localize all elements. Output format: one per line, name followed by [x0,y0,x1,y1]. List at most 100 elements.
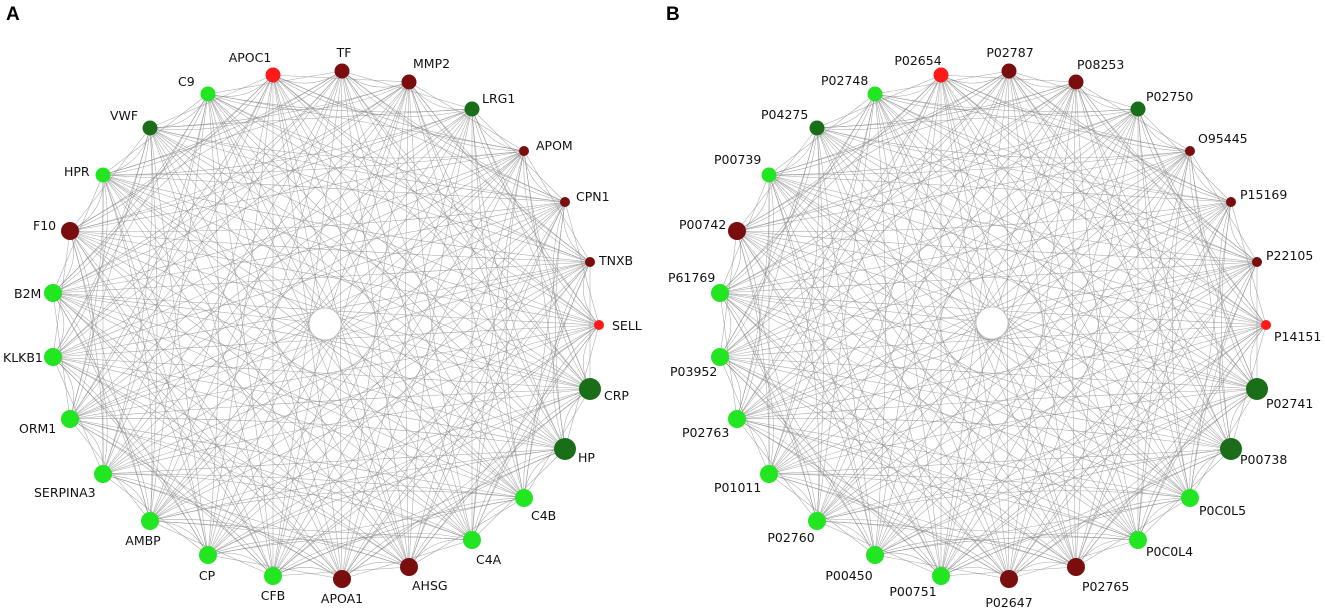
node-p0c0l4 [1129,531,1147,549]
edge [874,93,1258,263]
edge [719,292,942,577]
edge [719,356,1258,390]
node-label-orm1: ORM1 [19,421,56,436]
node-label-p02741: P02741 [1266,396,1313,411]
edge [52,261,591,294]
edge [207,93,591,263]
edge [1008,81,1077,580]
edge-to-hub [324,323,410,568]
edge-to-hub [991,150,1191,324]
node-label-p61769: P61769 [668,270,715,285]
node-p02763 [728,410,746,428]
node-apoc1 [265,67,281,83]
edge [940,388,1258,577]
network-panel-b: P02654P02787P08253P02750O95445P15169P221… [668,45,1321,610]
edge [768,93,876,475]
node-label-apom: APOM [536,138,573,153]
node-label-crp: CRP [604,388,629,403]
edge [768,93,876,176]
node-cpn1 [560,197,570,207]
node-label-c9: C9 [178,74,195,89]
edge [102,174,343,580]
edge [207,93,219,556]
edge [874,93,1267,326]
edge [69,418,566,450]
edge [1137,108,1191,152]
edge [816,127,1191,159]
edge [719,70,1010,294]
edge [102,70,343,475]
edge [341,70,566,450]
node-crp [579,378,601,400]
node-p02654 [933,67,949,83]
edge [1189,150,1232,450]
node-p22105 [1252,257,1262,267]
node-label-b2m: B2M [14,286,41,301]
edge [272,261,591,577]
edge [736,93,876,420]
edge [940,532,1139,577]
edge [69,230,591,263]
edge [768,74,942,475]
edge [149,93,209,129]
node-serpina3 [94,465,112,483]
edge-to-hub [324,150,525,325]
edge [149,127,209,556]
edge [272,532,473,577]
edge [736,418,1191,499]
edge [523,150,600,326]
node-label-p00742: P00742 [679,217,726,232]
edge [719,292,774,475]
edge [52,201,566,358]
edge [69,388,591,420]
edge [149,127,525,159]
edge [69,230,94,420]
edge [1189,324,1267,499]
edge [768,324,1267,475]
edge [940,74,1232,450]
node-p02787 [1001,63,1017,79]
edge [874,93,1191,499]
node-hp [554,438,576,460]
edge [52,81,410,358]
node-klkb1 [44,348,62,366]
edge [149,70,343,131]
edge [736,230,761,420]
edge [719,356,1232,450]
edge [1075,388,1258,568]
edge [1008,70,1232,450]
edge [816,127,1232,450]
edge [874,448,1232,556]
node-p00738 [1220,438,1242,460]
edge [69,230,525,499]
node-p00450 [866,546,884,564]
node-label-p03952: P03952 [670,364,717,379]
node-c4b [515,489,533,507]
edge-to-hub [991,322,1077,568]
edge [736,150,1191,420]
edge [69,418,274,577]
edge [207,261,591,556]
edge [207,93,525,152]
edge [102,174,566,203]
edge [102,388,591,475]
edge [52,356,591,390]
edge [736,127,818,232]
edge [52,292,343,580]
edge [768,174,1139,541]
edge [408,201,566,568]
node-apoa1 [333,570,351,588]
node-p01011 [760,465,778,483]
edge [1075,497,1191,568]
edge [1075,150,1191,568]
edge [69,418,473,541]
edge [736,418,770,475]
edge [940,108,1139,577]
edge [874,81,1077,110]
edge [816,70,1010,522]
node-p02741 [1246,378,1268,400]
edge [816,324,1267,522]
edge [207,150,525,556]
node-label-klkb1: KLKB1 [3,350,43,365]
